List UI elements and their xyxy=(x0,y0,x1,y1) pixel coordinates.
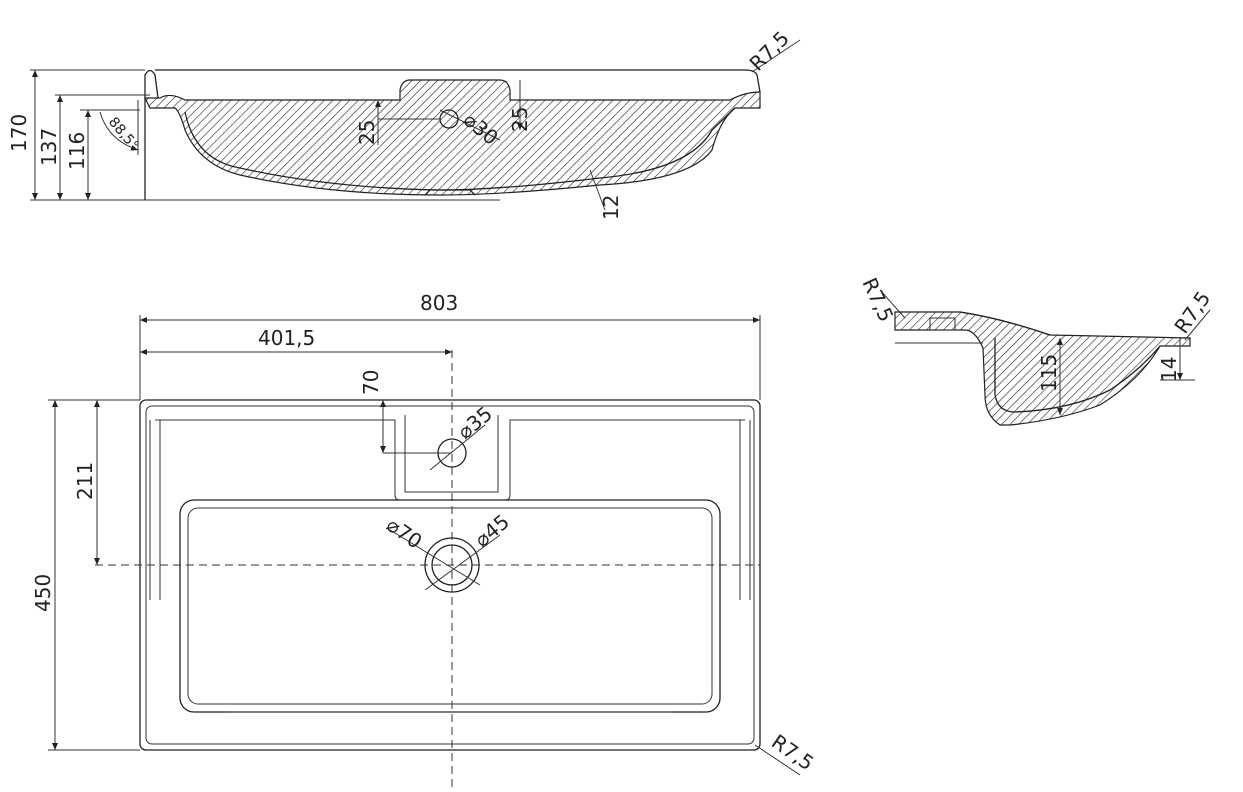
label-height-inner: 116 xyxy=(65,132,89,170)
tap-hole xyxy=(437,438,467,468)
label-depth-total: 450 xyxy=(31,574,55,612)
drain-outer xyxy=(424,537,480,593)
label-bowl-depth: 115 xyxy=(1037,354,1061,392)
label-height-total: 170 xyxy=(7,114,31,152)
label-drain-offset: 211 xyxy=(73,462,97,500)
label-width-half: 401,5 xyxy=(258,326,315,350)
drain-inner xyxy=(431,544,473,586)
label-tap-offset-right: 25 xyxy=(508,107,532,132)
label-drain-outer: ⌀70 xyxy=(382,512,426,553)
label-angle: 88,5° xyxy=(105,114,142,154)
label-radius-left: R7,5 xyxy=(857,274,898,326)
label-tap-offset: 70 xyxy=(359,370,383,395)
label-rim-thickness: 14 xyxy=(1157,357,1181,382)
label-corner-radius: R7,5 xyxy=(767,729,818,775)
label-radius-top: R7,5 xyxy=(745,26,794,75)
label-height-rim: 137 xyxy=(37,128,61,166)
side-view: R7,5 R7,5 115 14 xyxy=(857,274,1215,426)
plan-view: 803 401,5 70 ⌀35 211 450 ⌀70 ⌀45 R7,5 xyxy=(31,291,818,790)
label-tap-hole: ⌀35 xyxy=(453,401,497,443)
label-drain-inner: ⌀45 xyxy=(470,509,514,551)
label-tap-offset-left: 25 xyxy=(355,120,379,145)
label-width-total: 803 xyxy=(420,291,458,315)
section-view: 170 137 116 88,5° 25 ⌀30 25 12 R7,5 xyxy=(7,26,801,220)
label-wall-thickness: 12 xyxy=(599,195,623,220)
